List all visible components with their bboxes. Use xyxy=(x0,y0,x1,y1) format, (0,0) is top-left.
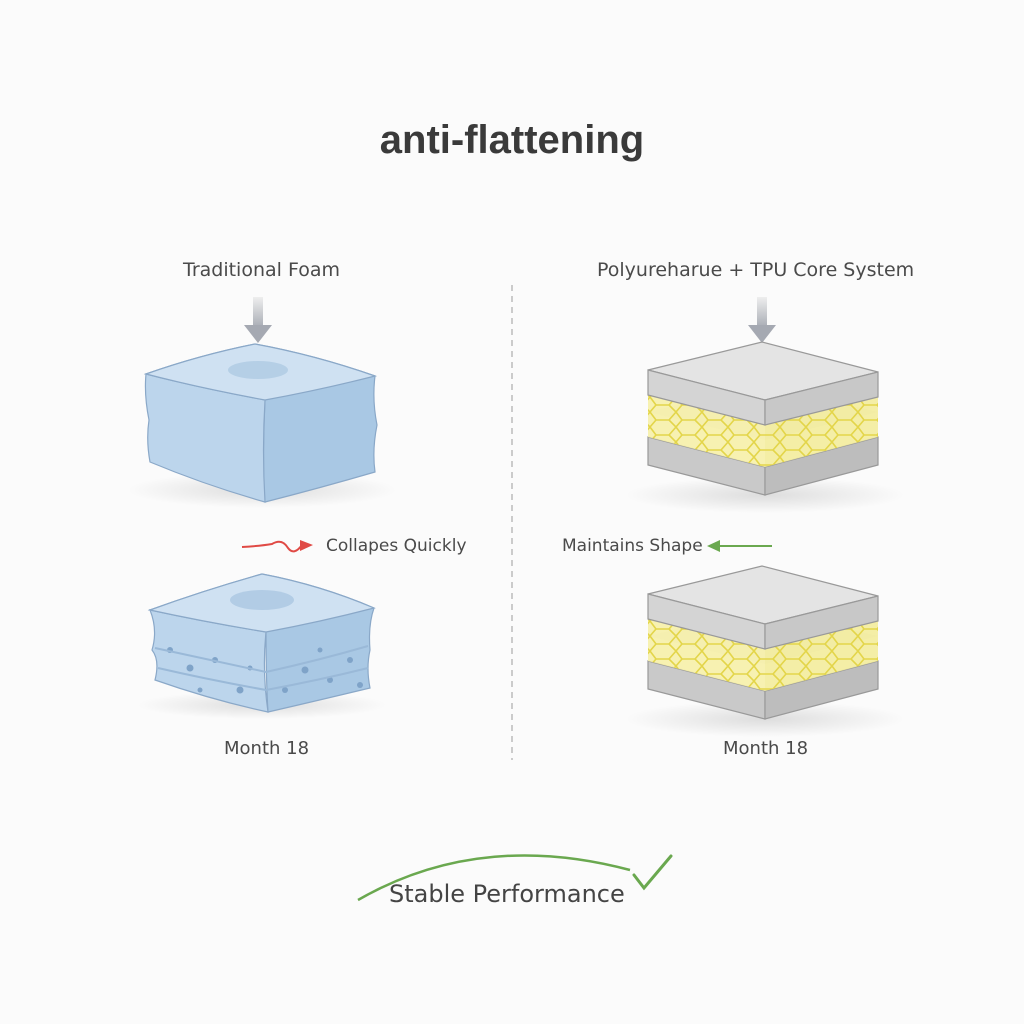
maintain-arrow-icon xyxy=(707,540,772,552)
maintain-note: Maintains Shape xyxy=(562,536,703,556)
right-time-label: Month 18 xyxy=(723,738,809,759)
pressure-arrow-icon xyxy=(748,297,776,343)
collapse-note: Collapes Quickly xyxy=(326,536,467,556)
pressure-arrow-icon xyxy=(244,297,272,343)
tpu-core-block-aged xyxy=(624,565,906,738)
footer-label: Stable Performance xyxy=(389,880,625,908)
right-heading: Polyureharue + TPU Core System xyxy=(597,259,915,281)
foam-block-collapsed xyxy=(137,573,387,719)
page-title: anti-flattening xyxy=(379,118,645,162)
foam-block-new xyxy=(127,343,397,508)
tpu-core-block-new xyxy=(624,341,906,514)
stable-check-icon xyxy=(357,854,673,902)
left-time-label: Month 18 xyxy=(224,738,310,759)
left-heading: Traditional Foam xyxy=(183,259,340,281)
collapse-arrow-icon xyxy=(241,540,313,553)
